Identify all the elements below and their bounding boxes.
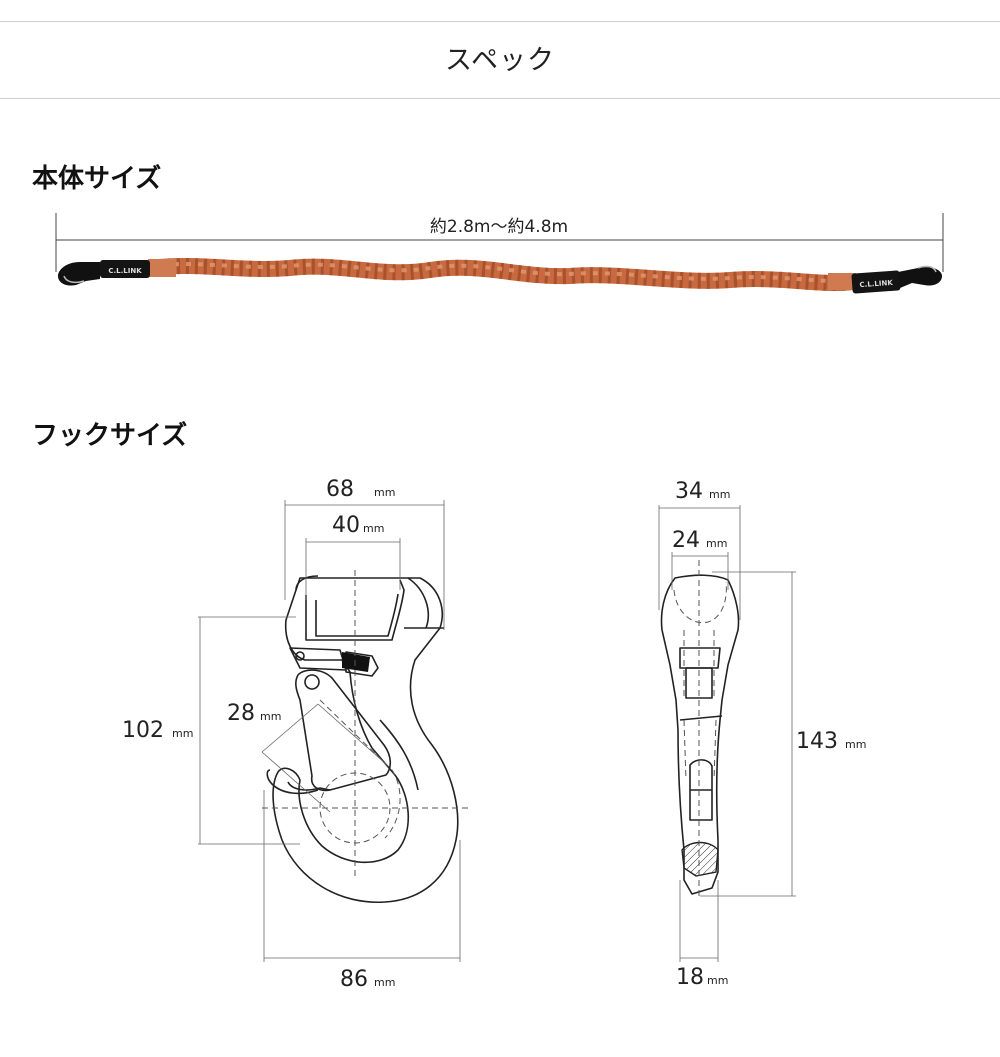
hook-size-heading: フックサイズ: [32, 421, 188, 451]
lanyard-dimension: [55, 213, 944, 272]
svg-text:mm: mm: [260, 710, 281, 723]
svg-text:86: 86: [340, 967, 368, 992]
right-brand-label: C.L.LINK: [859, 279, 893, 289]
dim-front-40: 40 mm: [332, 513, 384, 538]
svg-text:34: 34: [675, 479, 703, 504]
left-sleeve: [100, 260, 150, 278]
spring-band: [342, 652, 370, 672]
svg-text:mm: mm: [374, 976, 395, 989]
front-dimension-lines: [198, 500, 461, 962]
hook-side-view: [660, 574, 740, 895]
dim-value: 68: [326, 477, 354, 502]
svg-text:mm: mm: [363, 522, 384, 535]
svg-text:18: 18: [676, 965, 704, 990]
lanyard-length-label: 約2.8m〜約4.8m: [430, 217, 568, 237]
svg-text:mm: mm: [845, 738, 866, 751]
cross-section-hatch: [681, 841, 719, 877]
front-hidden-lines: [262, 570, 470, 880]
hook-front-view: [266, 575, 459, 903]
svg-text:mm: mm: [172, 727, 193, 740]
dim-front-102: 102 mm: [122, 718, 193, 743]
svg-text:24: 24: [672, 528, 700, 553]
body-size-heading: 本体サイズ: [32, 164, 162, 194]
svg-text:40: 40: [332, 513, 360, 538]
svg-text:mm: mm: [707, 974, 728, 987]
dim-side-18: 18 mm: [676, 965, 728, 990]
dim-side-34: 34 mm: [675, 479, 730, 504]
svg-text:28: 28: [227, 701, 255, 726]
left-webbing: [148, 259, 176, 277]
dim-side-143: 143 mm: [796, 729, 866, 754]
top-divider: [0, 21, 1000, 22]
dim-front-86: 86 mm: [340, 967, 395, 992]
right-sleeve: [851, 270, 901, 294]
left-hook: [58, 262, 100, 286]
svg-text:mm: mm: [709, 488, 730, 501]
svg-text:143: 143: [796, 729, 838, 754]
left-brand-label: C.L.LINK: [108, 267, 142, 275]
dim-front-28: 28 mm: [227, 701, 281, 726]
dim-side-24: 24 mm: [672, 528, 727, 553]
lanyard-image: C.L.LINK C.L.LINK: [58, 258, 942, 294]
right-hook: [898, 267, 942, 288]
dim-unit: mm: [374, 486, 395, 499]
svg-text:mm: mm: [706, 537, 727, 550]
svg-text:102: 102: [122, 718, 164, 743]
dim-front-68: 68 mm: [326, 477, 395, 502]
page-title: スペック: [444, 45, 556, 76]
right-webbing: [828, 273, 856, 290]
header-divider: [0, 98, 1000, 99]
side-hidden-lines: [673, 560, 727, 900]
side-dimension-lines: [658, 505, 796, 962]
